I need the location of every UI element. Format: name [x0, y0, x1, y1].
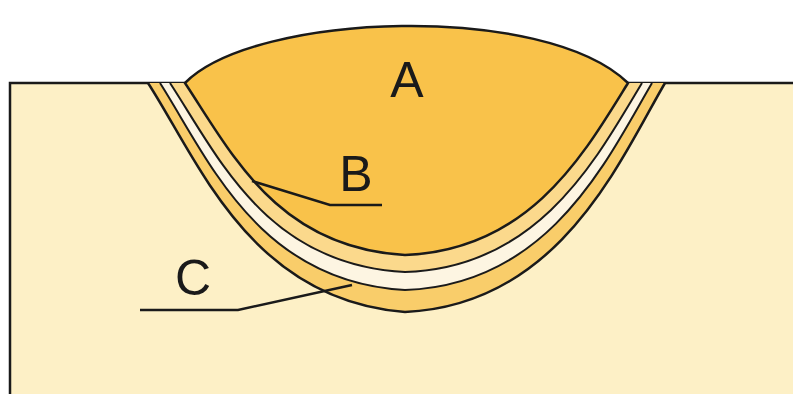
part-label: C — [175, 253, 211, 303]
leader-line — [140, 285, 352, 310]
part-label: B — [339, 149, 372, 199]
part-label: A — [390, 55, 423, 105]
weld-metal — [185, 26, 628, 255]
